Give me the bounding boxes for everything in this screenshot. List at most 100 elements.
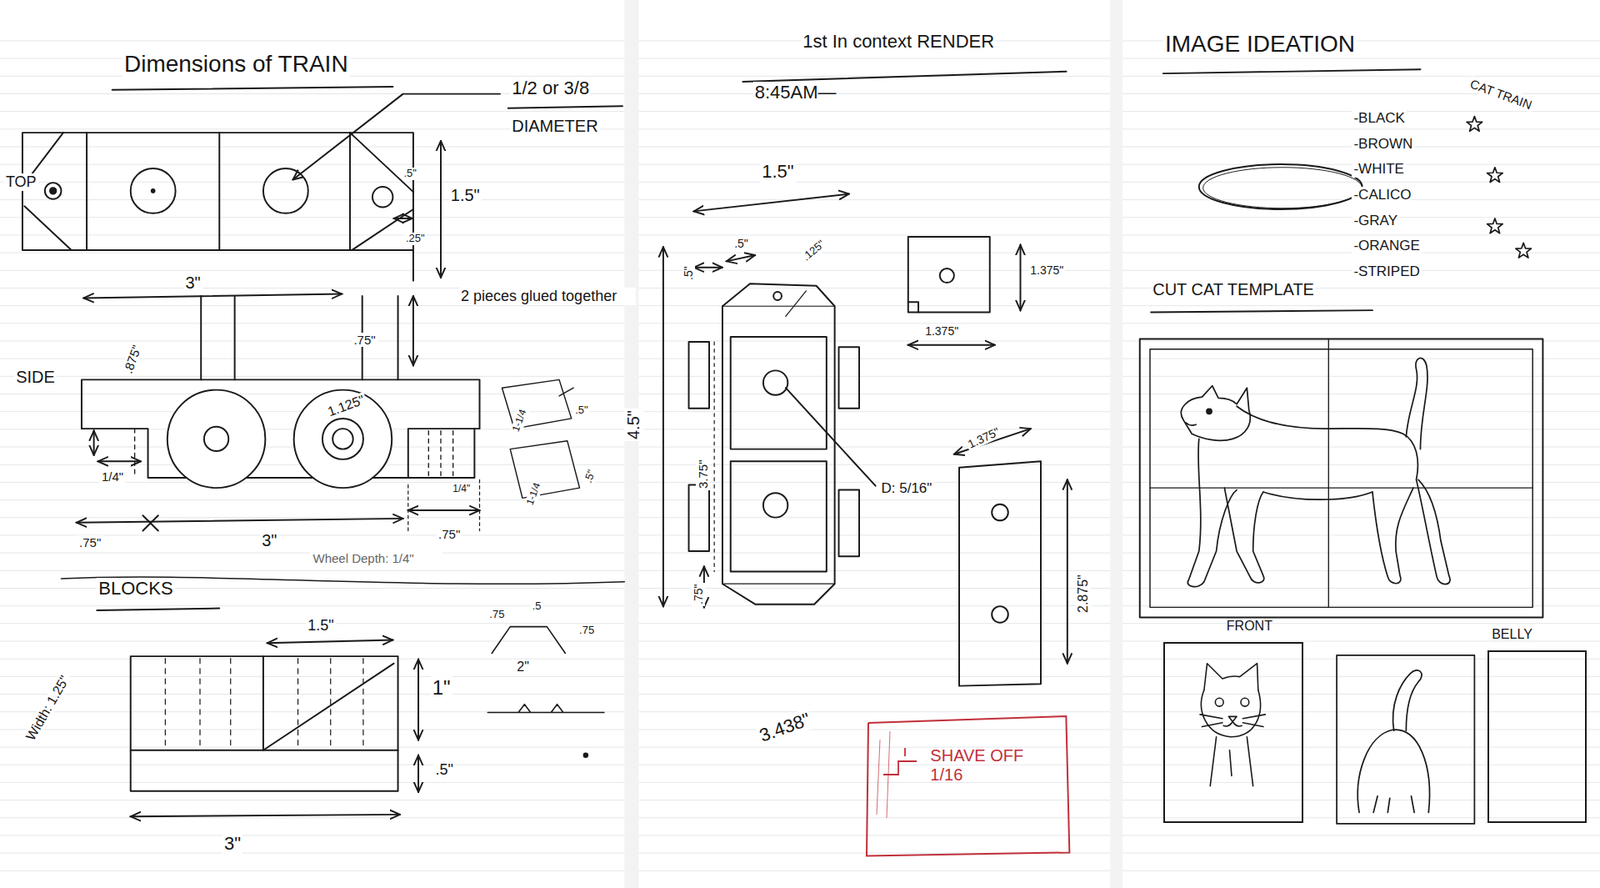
part-square — [908, 344, 995, 346]
label-anchor: .5" — [581, 466, 600, 486]
label-anchor: 4.5" — [624, 408, 644, 441]
label-anchor: 2 pieces glued together — [459, 287, 636, 305]
block-profile — [487, 626, 605, 758]
blocks-drawing — [130, 814, 400, 816]
train-top-view — [412, 250, 415, 281]
train-side-view — [322, 418, 364, 460]
block-profile — [491, 626, 565, 654]
train-side-view — [98, 460, 141, 462]
page-gutter — [624, 0, 1123, 888]
note-box: SHAVE OFF 1/16 — [865, 714, 1071, 857]
ruled-lines — [0, 781, 1600, 783]
cat-drawing — [1180, 385, 1250, 441]
dimension-arrow — [694, 194, 850, 212]
ruled-lines — [0, 693, 1600, 695]
sketch-label: .5" — [681, 264, 695, 282]
cat-face — [1223, 720, 1242, 726]
train-render-top — [785, 290, 806, 317]
train-side-view — [294, 390, 393, 489]
label-anchor: 1-1/4 — [510, 405, 530, 435]
piece-sketch — [501, 379, 580, 498]
train-render-top — [714, 341, 715, 571]
cat-drawing — [1263, 491, 1373, 500]
cat-face — [1215, 697, 1224, 706]
dimension-arrow — [662, 246, 665, 606]
page-gutter — [1110, 0, 1123, 888]
label-anchor: .75 — [577, 624, 596, 637]
train-top-view — [263, 168, 309, 214]
train-render-top — [689, 484, 710, 551]
train-side-view — [428, 430, 453, 476]
note-text: SHAVE OFF 1/16 — [930, 745, 1030, 785]
label-anchor: 1/4" — [450, 483, 472, 495]
ruled-lines — [0, 764, 1600, 765]
cat-face — [1240, 697, 1250, 706]
cat-face — [1228, 715, 1237, 721]
sketch-label: .5" — [433, 760, 455, 779]
view-panel: FRONT — [1163, 618, 1304, 823]
train-side-view — [332, 428, 353, 449]
ruled-lines — [0, 375, 1600, 377]
train-render-top — [722, 305, 835, 584]
train-render-top — [730, 460, 827, 571]
part-square — [1020, 245, 1022, 310]
train-render-top — [694, 266, 723, 269]
sketch-label: 1-1/4 — [524, 479, 545, 508]
train-top-view — [50, 187, 56, 194]
ruled-lines — [0, 287, 1600, 289]
cat-drawing — [1405, 357, 1428, 449]
label-anchor: 3" — [260, 530, 279, 550]
ruled-lines — [0, 587, 1600, 589]
sketch-label: -GRAY — [1351, 212, 1400, 230]
color-star — [1466, 116, 1483, 132]
hatch — [876, 730, 890, 818]
train-side-view — [408, 479, 480, 530]
train-top-view — [292, 94, 500, 180]
sketch-label: .5" — [573, 404, 590, 417]
train-side-view — [76, 518, 404, 523]
train-render-top — [763, 492, 788, 517]
piece-sketch — [559, 387, 574, 396]
sketch-label: 3" — [222, 832, 243, 854]
sketch-label: .75" — [691, 582, 705, 606]
train-render-top — [839, 346, 860, 408]
ruled-lines — [0, 605, 1600, 606]
sketch-label: -WHITE — [1351, 160, 1405, 178]
train-side-view — [76, 295, 480, 531]
label-anchor: -ORANGE — [1351, 237, 1421, 255]
train-side-view — [142, 515, 158, 530]
train-top-view — [22, 94, 500, 281]
label-anchor: 3.75" — [695, 457, 710, 490]
label-anchor: 1.375" — [1028, 263, 1065, 277]
cat-face — [1201, 690, 1261, 737]
panel-frame — [1487, 650, 1587, 823]
label-anchor: 8:45AM— — [753, 81, 839, 103]
label-anchor: .5" — [433, 760, 455, 779]
train-render-top — [730, 336, 827, 450]
train-top-view — [24, 132, 71, 250]
train-render-top — [689, 255, 876, 607]
label-anchor: 1/4" — [100, 469, 125, 484]
block-profile — [487, 704, 605, 713]
note-border — [866, 715, 1070, 855]
label-anchor: -GRAY — [1351, 212, 1400, 230]
sketch-label: CUT CAT TEMPLATE — [1150, 280, 1316, 300]
sketch-label: .75" — [436, 526, 462, 541]
ruled-lines — [0, 358, 1600, 360]
sketch-label: 2" — [515, 659, 531, 675]
label-anchor: .75" — [436, 526, 462, 541]
blocks-drawing — [267, 640, 394, 644]
note-outline — [865, 714, 1071, 857]
label-anchor: 3" — [222, 832, 243, 854]
train-top-view — [394, 217, 413, 220]
color-star — [1515, 242, 1532, 258]
part-board — [959, 460, 1041, 685]
label-anchor: 1.5" — [760, 160, 795, 182]
label-anchor: 3.438" — [755, 707, 815, 747]
heading-underline — [1150, 310, 1373, 312]
cat-template-frame — [1140, 338, 1544, 617]
sketch-label: 3.75" — [695, 457, 710, 490]
color-star — [1466, 116, 1531, 259]
heading-underline — [742, 71, 1066, 82]
label-anchor: 1st In context RENDER — [800, 30, 996, 52]
